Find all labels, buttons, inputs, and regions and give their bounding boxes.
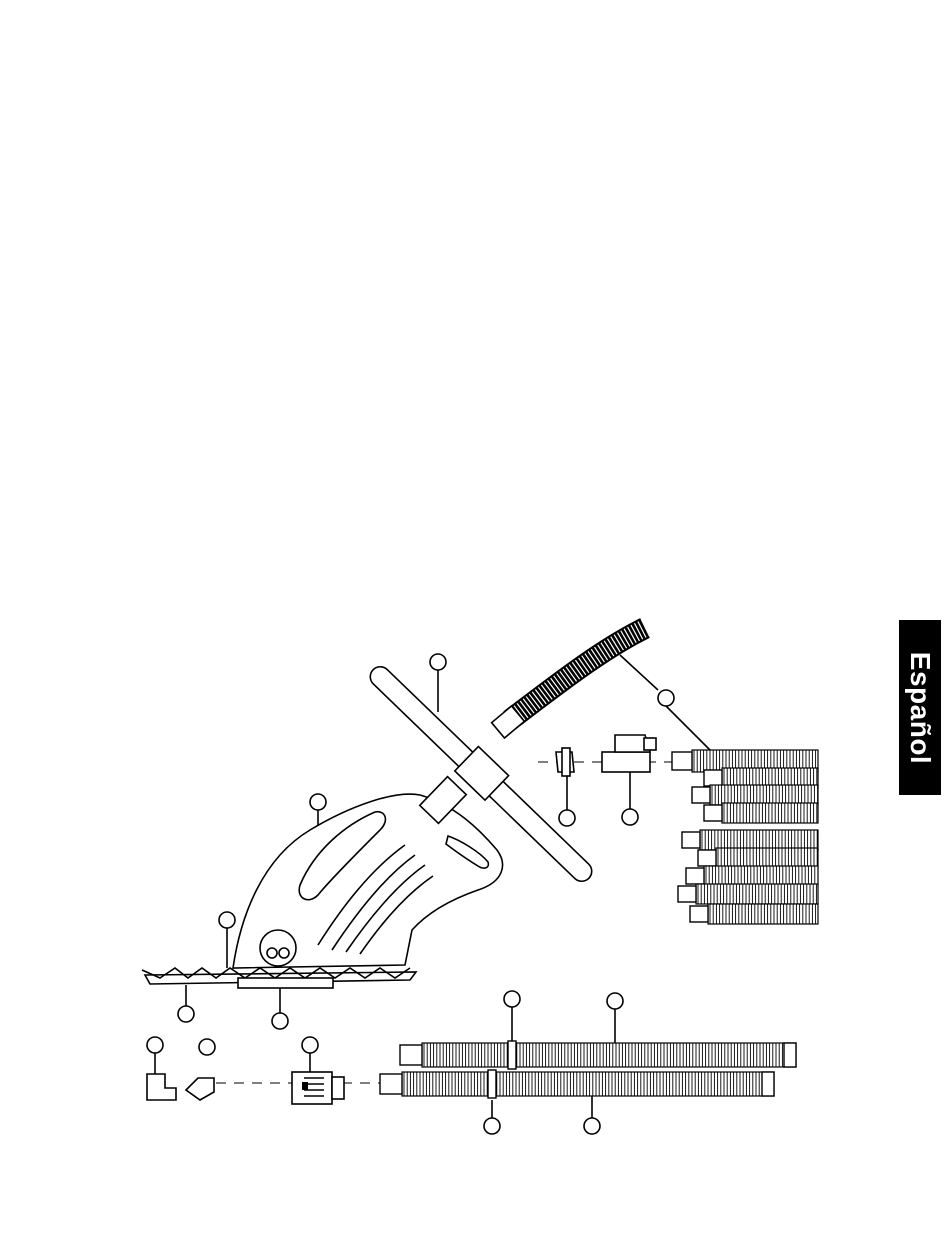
hose-end-cuff [762, 1072, 774, 1096]
weir-adapter [292, 1072, 344, 1104]
cone-adapter [556, 748, 574, 776]
hose-section [704, 803, 818, 823]
hose-section [698, 848, 818, 868]
hose-section [678, 884, 818, 904]
callout-circle [302, 1037, 318, 1053]
hose-section [686, 866, 818, 886]
hose-section [690, 904, 818, 924]
callout-circle [622, 809, 638, 825]
hose-end-cuff [784, 1043, 796, 1067]
callout-circle [559, 810, 575, 826]
long-hoses [380, 1041, 796, 1098]
callout-circle [584, 1118, 600, 1134]
hose-section [692, 785, 818, 805]
callout-circle [219, 912, 235, 928]
flexible-hose [492, 628, 645, 738]
regulator-valve [602, 735, 656, 772]
callout-circle [504, 991, 520, 1007]
hose-coupler [508, 1041, 516, 1069]
callout-circle [607, 993, 623, 1009]
callout-circle [484, 1118, 500, 1134]
footpad [142, 968, 416, 988]
hose-section [400, 1043, 796, 1067]
callout-circle [147, 1037, 163, 1053]
callout-circle [658, 690, 674, 706]
hose-section [380, 1072, 774, 1096]
hose-stack [672, 750, 818, 924]
callout-circle [310, 794, 326, 810]
elbow-fitting [147, 1074, 176, 1100]
vacuum-cleaner-body [233, 777, 503, 968]
callout-circle [430, 654, 446, 670]
callout-circle [178, 1006, 194, 1022]
callout-circle [272, 1013, 288, 1029]
hose-section [682, 830, 818, 850]
callout-circle [199, 1039, 215, 1055]
angled-fitting [186, 1078, 214, 1100]
hose-coupler [488, 1070, 496, 1098]
